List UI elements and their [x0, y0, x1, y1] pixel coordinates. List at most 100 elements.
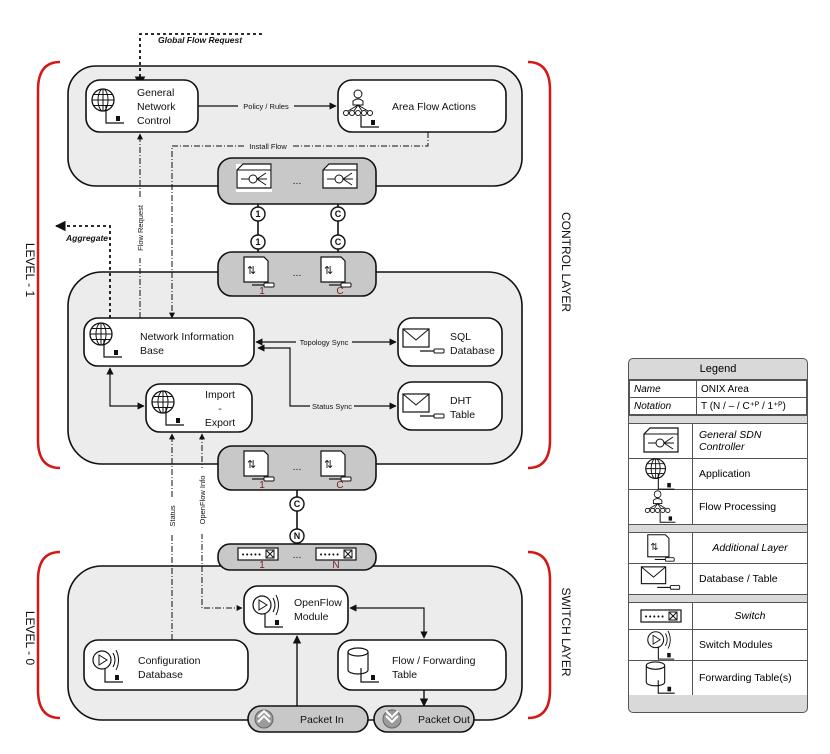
svg-text:C: C — [335, 237, 342, 247]
svg-text:SQL: SQL — [450, 331, 471, 343]
level1-right-bracket — [527, 60, 552, 470]
svg-text:-: - — [218, 403, 222, 415]
svg-text:Control: Control — [137, 115, 171, 127]
legend-controller-label: General SDN Controller — [699, 429, 762, 453]
legend-item-flow-processing: Flow Processing — [629, 489, 807, 524]
lower-layer-ellipsis: ... — [293, 461, 302, 473]
svg-text:General: General — [137, 87, 174, 99]
config-label-1: Configuration — [138, 655, 201, 667]
connector-n — [289, 528, 305, 544]
nib-label-1: Network Information — [140, 331, 234, 343]
packet-out-pill — [373, 705, 475, 733]
level0-label: LEVEL - 0 — [23, 611, 37, 666]
global-flow-request-label: Global Flow Request — [158, 35, 243, 45]
legend-name-value: ONIX Area — [696, 380, 807, 398]
svg-text:Base: Base — [140, 345, 164, 357]
middle-area-box — [67, 271, 523, 465]
svg-text:Import: Import — [205, 389, 235, 401]
configuration-database-box — [83, 639, 249, 691]
svg-text:C: C — [335, 209, 342, 219]
dht-label-1: DHT — [450, 395, 472, 407]
network-information-base-box — [83, 317, 255, 367]
svg-text:DHT: DHT — [450, 395, 472, 407]
svg-text:N: N — [294, 531, 301, 541]
openflow-label-2: Module — [294, 611, 329, 623]
packet-out-label: Packet Out — [418, 714, 470, 726]
openflow-info-label: OpenFlow Info — [198, 476, 207, 525]
aggregate-label: Aggregate — [65, 233, 108, 243]
config-label-2: Database — [138, 669, 183, 681]
status-sync-label: Status Sync — [312, 402, 352, 411]
packet-in-pill — [247, 705, 369, 733]
switch-icon — [639, 609, 682, 623]
area-flow-actions-box — [337, 79, 507, 133]
flow-forwarding-table-box — [337, 639, 507, 691]
legend-application-label: Application — [699, 468, 751, 480]
status-sync-arrow — [289, 352, 397, 410]
database-table-icon — [640, 566, 680, 590]
openflow-flowtable-arrow — [349, 604, 428, 639]
gnc-label-1: General — [137, 87, 174, 99]
svg-text:Module: Module — [294, 611, 329, 623]
flow-request-label: Flow Request — [136, 204, 145, 251]
legend-item-database-table: Database / Table — [629, 563, 807, 594]
svg-text:1: 1 — [259, 480, 265, 491]
legend-name-key: Name — [629, 380, 697, 398]
install-flow-label: Install Flow — [249, 142, 287, 151]
openflow-label-1: OpenFlow — [294, 597, 342, 609]
legend-database-table-label: Database / Table — [699, 573, 778, 585]
svg-text:C: C — [294, 499, 301, 509]
svg-text:1: 1 — [259, 286, 265, 297]
openflow-module-box — [243, 585, 349, 635]
control-layer-label: CONTROL LAYER — [559, 212, 573, 312]
legend-flow-processing-label: Flow Processing — [699, 501, 777, 513]
sql-label-1: SQL — [450, 331, 471, 343]
gnc-label-2: Network — [137, 101, 176, 113]
legend-title: Legend — [629, 359, 807, 380]
connector-1-bottom — [250, 234, 266, 250]
switch-layer-label: SWITCH LAYER — [559, 587, 573, 676]
fft-label-2: Table — [392, 669, 417, 681]
switch-ellipsis: ... — [293, 549, 302, 561]
svg-text:Table: Table — [392, 669, 417, 681]
aggregate-arrow — [54, 220, 111, 318]
fft-label-1: Flow / Forwarding — [392, 655, 476, 667]
area-flow-actions-label: Area Flow Actions — [392, 101, 476, 113]
dht-label-2: Table — [450, 409, 475, 421]
legend-switch-modules-label: Switch Modules — [699, 639, 773, 651]
controller-ellipsis: ... — [293, 175, 302, 187]
legend-meta-table: Name ONIX Area Notation T (N / – / C⁺ᴾ /… — [629, 380, 807, 415]
legend-notation-key: Notation — [629, 397, 697, 415]
application-icon — [644, 458, 675, 490]
policy-rules-label: Policy / Rules — [243, 102, 289, 111]
nib-import-export-arrow — [106, 367, 145, 410]
connector-c-top — [330, 206, 346, 222]
svg-text:Network Information: Network Information — [140, 331, 234, 343]
svg-text:Export: Export — [205, 417, 235, 429]
export-label: Export — [205, 417, 235, 429]
gnc-label-3: Control — [137, 115, 171, 127]
import-label: Import — [205, 389, 235, 401]
svg-text:C: C — [336, 286, 343, 297]
packet-out-icon — [385, 710, 399, 724]
svg-text:Flow / Forwarding: Flow / Forwarding — [392, 655, 476, 667]
legend-item-switch: Switch — [629, 602, 807, 629]
packet-in-label: Packet In — [300, 714, 344, 726]
svg-text:C: C — [336, 480, 343, 491]
legend-item-switch-modules: Switch Modules — [629, 629, 807, 660]
svg-text:Network: Network — [137, 101, 176, 113]
legend-item-controller: General SDN Controller — [629, 423, 807, 458]
connector-c-lower — [289, 496, 305, 512]
svg-text:1: 1 — [259, 560, 265, 571]
additional-layer-icon — [646, 534, 675, 562]
svg-text:Database: Database — [450, 345, 495, 357]
legend-item-forwarding-tables: Forwarding Table(s) — [629, 660, 807, 695]
global-flow-request-arrow — [134, 33, 262, 88]
level1-label: LEVEL - 1 — [23, 243, 37, 298]
legend-forwarding-tables-label: Forwarding Table(s) — [699, 672, 792, 684]
topology-sync-label: Topology Sync — [300, 338, 349, 347]
legend-item-application: Application — [629, 458, 807, 490]
svg-text:1: 1 — [255, 209, 260, 219]
upper-layer-ellipsis: ... — [293, 267, 302, 279]
svg-text:Configuration: Configuration — [138, 655, 201, 667]
